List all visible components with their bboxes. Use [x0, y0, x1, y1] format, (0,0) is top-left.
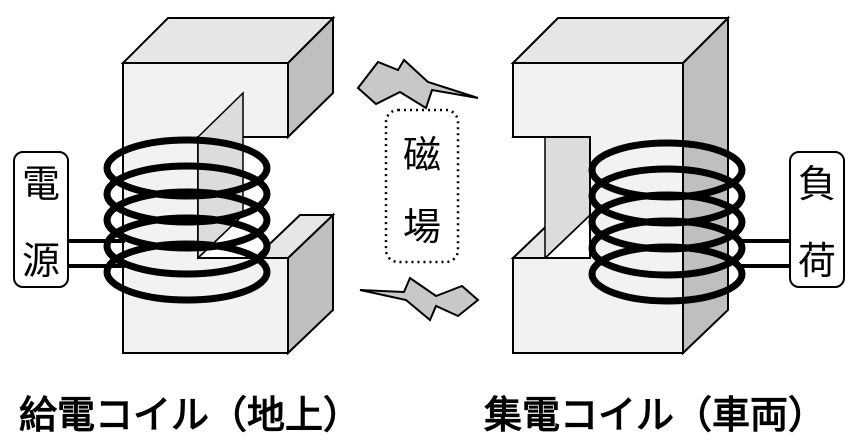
ground-coil-caption: 給電コイル（地上）	[19, 393, 361, 437]
coil-turn	[103, 240, 271, 304]
ground-coil-assembly: 電 源	[13, 15, 336, 356]
coil-turn	[103, 214, 271, 278]
coil-turn	[588, 243, 746, 305]
power-source-label-2: 源	[22, 239, 60, 283]
supply-coil	[103, 136, 271, 304]
power-source-box: 電 源	[13, 151, 69, 288]
load-label-1: 負	[798, 162, 836, 206]
load-box: 負 荷	[789, 151, 845, 288]
coil-turn	[588, 217, 746, 279]
field-arrow-left	[359, 276, 480, 322]
magnetic-field-box: 磁 場	[384, 108, 460, 264]
coil-turn	[103, 136, 271, 200]
vehicle-coil-assembly: 負 荷	[510, 15, 845, 356]
load-wires	[738, 239, 790, 268]
vehicle-coil-caption: 集電コイル（車両）	[483, 393, 826, 437]
load-label-2: 荷	[798, 239, 836, 283]
field-arrow-right	[356, 58, 479, 110]
magnetic-field-label-1: 磁	[403, 133, 441, 177]
coil-turn	[103, 162, 271, 226]
pickup-coil	[588, 139, 746, 305]
power-source-label-1: 電	[22, 162, 60, 206]
magnetic-field-label-2: 場	[403, 205, 441, 249]
power-wires	[68, 239, 125, 268]
coil-turn	[103, 188, 271, 252]
